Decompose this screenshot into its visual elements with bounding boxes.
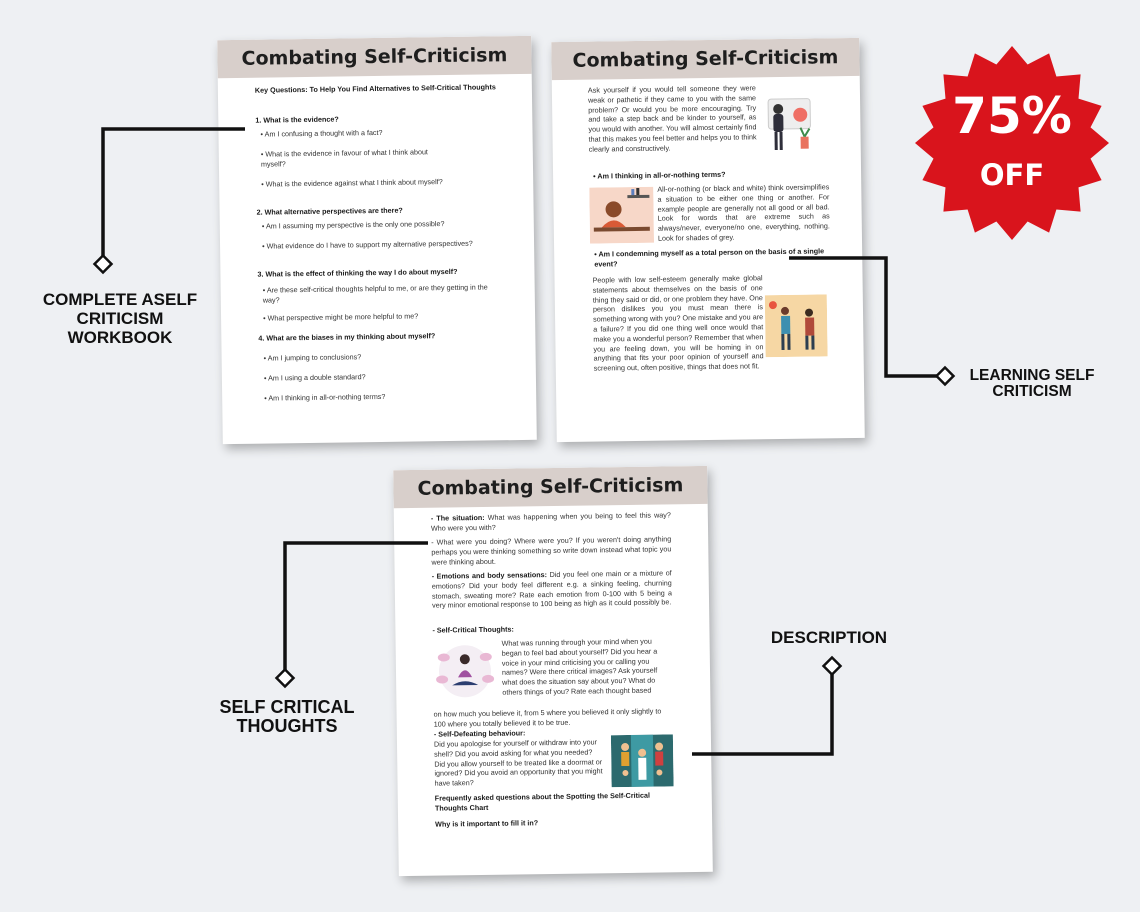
connector-learning bbox=[789, 256, 945, 378]
discount-percent: 75% bbox=[952, 87, 1072, 145]
page-spotting-thoughts: Combating Self-Criticism - The situation… bbox=[393, 465, 713, 877]
callout-self-critical: SELF CRITICAL THOUGHTS bbox=[219, 697, 355, 736]
connector-self-critical-diamond bbox=[274, 667, 296, 689]
page-learning: Combating Self-Criticism Ask yourself if… bbox=[551, 37, 865, 443]
connector-description-diamond bbox=[821, 655, 843, 677]
group-of-people-illustration bbox=[610, 734, 674, 788]
callout-workbook: COMPLETE ASELF CRITICISM WORKBOOK bbox=[42, 290, 198, 347]
discount-starburst-badge bbox=[915, 46, 1109, 240]
two-people-arguing-illustration bbox=[764, 294, 828, 358]
connector-description bbox=[692, 666, 834, 756]
person-with-chart-illustration bbox=[767, 98, 811, 151]
connector-learning-diamond bbox=[934, 365, 956, 387]
discount-off-label: OFF bbox=[979, 158, 1045, 192]
connector-self-critical bbox=[283, 541, 428, 678]
callout-description: DESCRIPTION bbox=[770, 628, 888, 647]
callout-learning: LEARNING SELF CRITICISM bbox=[969, 367, 1095, 400]
stressed-person-desk-illustration bbox=[589, 186, 655, 244]
connector-workbook bbox=[101, 127, 245, 264]
meditating-person-illustration bbox=[436, 645, 495, 698]
connector-workbook-diamond bbox=[92, 253, 114, 275]
